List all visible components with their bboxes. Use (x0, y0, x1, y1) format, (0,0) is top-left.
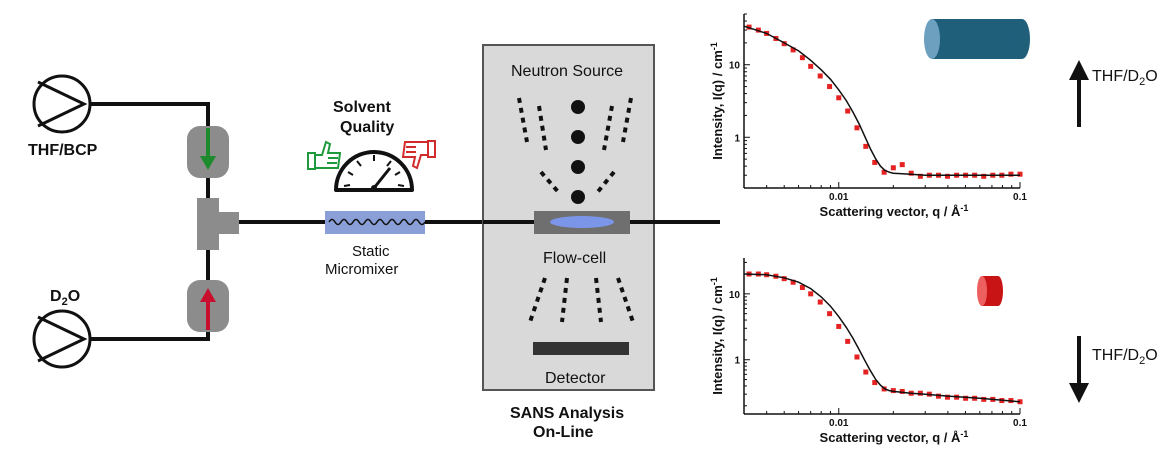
data-point (963, 395, 969, 401)
data-point (827, 84, 833, 90)
arrow-up-icon (1069, 60, 1089, 127)
pump-bottom-icon (32, 309, 92, 369)
data-point (908, 170, 914, 176)
data-point (827, 311, 833, 317)
sans-label-line1: SANS Analysis (510, 405, 624, 422)
data-point (817, 299, 823, 305)
solvent-quality-line2: Quality (340, 119, 394, 136)
static-micromixer (325, 211, 426, 234)
y-tick-label: 1 (734, 133, 740, 144)
data-point (863, 143, 869, 149)
data-point (790, 47, 796, 53)
data-point (890, 165, 896, 171)
y-tick-label: 10 (729, 290, 741, 301)
detector-label: Detector (545, 370, 606, 387)
data-point (917, 173, 923, 179)
data-point (981, 173, 987, 179)
detector-bar (533, 342, 629, 355)
data-point (799, 284, 805, 290)
data-point (790, 279, 796, 285)
mixer-label-line2: Micromixer (325, 261, 398, 278)
data-point (845, 108, 851, 114)
flow-arrow-down-icon (200, 128, 216, 170)
pump-bottom-label: D2O (50, 288, 80, 308)
data-point (872, 380, 878, 386)
arrow-up-label: THF/D2O (1092, 68, 1158, 88)
y-axis-title: Intensity, I(q) / cm-1 (709, 42, 725, 160)
sans-label-line2: On-Line (533, 424, 594, 441)
data-point (808, 291, 814, 297)
data-point (935, 393, 941, 399)
data-point (817, 73, 823, 79)
solvent-quality-line1: Solvent (333, 99, 391, 116)
fit-line (743, 25, 1020, 176)
arrow-down-label: THF/D2O (1092, 347, 1158, 367)
data-point (781, 276, 787, 282)
gauge-icon (334, 150, 414, 192)
cylinder-long-icon (924, 19, 1030, 59)
data-point (836, 323, 842, 329)
data-point (899, 388, 905, 394)
y-axis-title: Intensity, I(q) / cm-1 (709, 277, 725, 395)
x-tick-label: 0.01 (829, 418, 849, 429)
data-point (899, 162, 905, 168)
x-axis-title: Scattering vector, q / Å-1 (820, 429, 969, 445)
scattered-beam-icon (528, 277, 635, 323)
data-point (872, 159, 878, 165)
thumbs-down-icon (401, 140, 436, 170)
x-axis-title: Scattering vector, q / Å-1 (820, 203, 969, 219)
data-point (1017, 171, 1023, 177)
x-tick-label: 0.1 (1013, 192, 1027, 203)
data-point (836, 95, 842, 101)
y-tick-label: 10 (729, 61, 741, 72)
pump-top-label: THF/BCP (28, 142, 98, 159)
data-point (808, 63, 814, 69)
data-point (1008, 171, 1014, 177)
neutron-beam-icon (517, 97, 633, 204)
data-point (845, 338, 851, 344)
data-point (944, 173, 950, 179)
mixer-label-line1: Static (352, 243, 390, 260)
neutron-source-label: Neutron Source (511, 63, 623, 80)
y-tick-label: 1 (734, 356, 740, 367)
thumbs-up-icon (307, 140, 342, 170)
data-point (881, 169, 887, 175)
data-point (944, 394, 950, 400)
t-junction (197, 198, 239, 250)
data-point (854, 125, 860, 131)
fit-line (743, 273, 1021, 403)
data-point (854, 354, 860, 360)
data-point (863, 369, 869, 375)
cylinder-short-icon (977, 276, 1003, 306)
flow-arrow-up-icon (200, 288, 216, 330)
x-tick-label: 0.1 (1013, 418, 1027, 429)
pump-top-icon (32, 74, 92, 134)
flow-cell-label: Flow-cell (543, 250, 606, 267)
x-tick-label: 0.01 (829, 192, 849, 203)
flow-cell-icon (534, 211, 630, 234)
data-point (890, 388, 896, 394)
arrow-down-icon (1069, 336, 1089, 403)
data-point (799, 55, 805, 61)
